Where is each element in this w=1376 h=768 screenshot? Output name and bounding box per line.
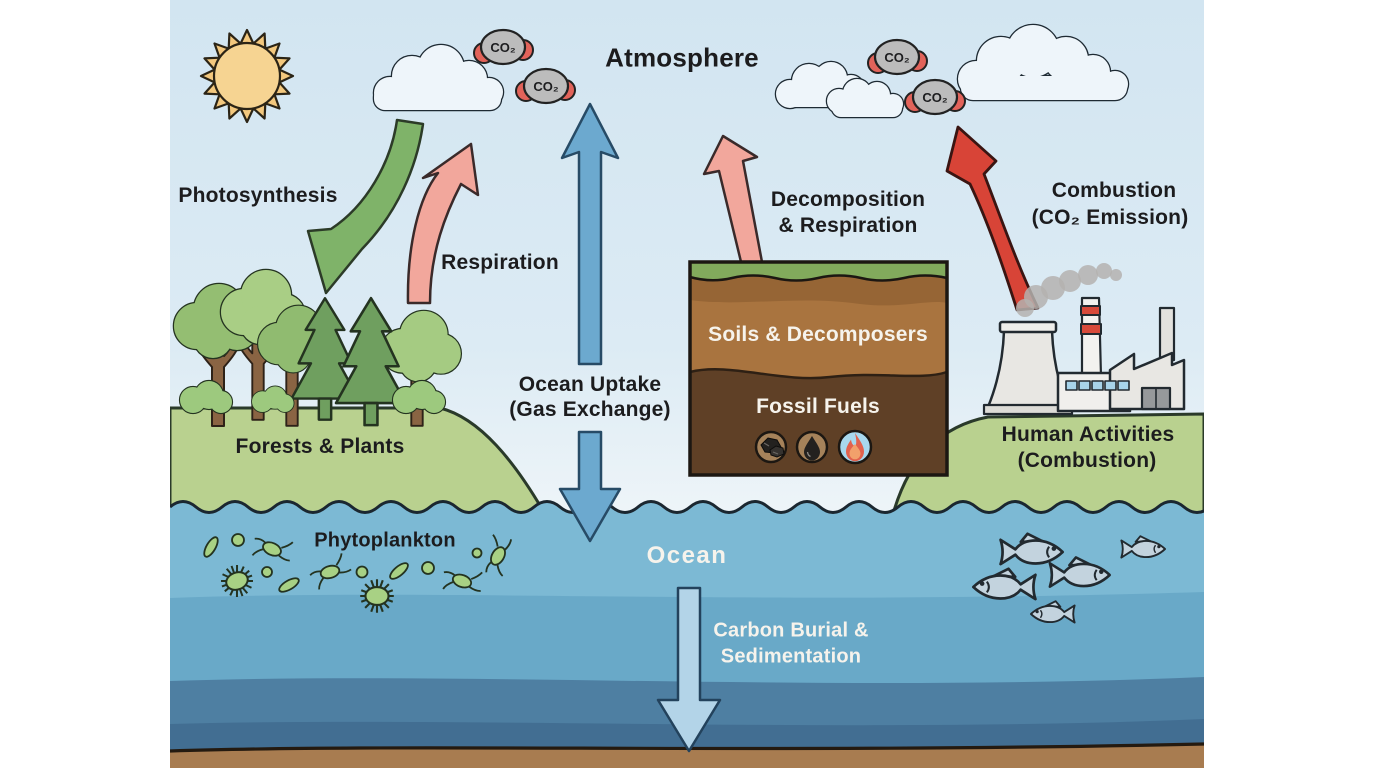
smoke-icon [1016, 263, 1122, 317]
decomposition-label: Decomposition [770, 188, 926, 211]
soils-label: Soils & Decomposers [708, 323, 928, 346]
co2-molecule-icon: CO₂ [867, 38, 928, 76]
human-activities-label: (Combustion) [1017, 449, 1157, 472]
co2-molecule-icon: CO₂ [904, 78, 966, 116]
cloud-icon [956, 23, 1130, 102]
oil-icon [795, 430, 829, 464]
phytoplankton-label: Phytoplankton [314, 529, 456, 552]
human-activities-label: Human Activities [1001, 423, 1175, 446]
svg-text:CO₂: CO₂ [490, 40, 516, 55]
ocean-uptake-label: (Gas Exchange) [509, 398, 671, 421]
respiration-arrow [406, 142, 480, 305]
svg-text:CO₂: CO₂ [922, 90, 948, 105]
seabed [170, 744, 1204, 768]
diagram-content: CO₂ CO₂ CO₂ CO₂ [170, 0, 1204, 768]
phytoplankton-icons [200, 526, 522, 614]
decomposition-arrow [702, 134, 764, 268]
ocean-uptake-arrow [558, 102, 622, 543]
diagram-canvas: CO₂ CO₂ CO₂ CO₂ [170, 23, 1204, 768]
atmosphere-label: Atmosphere [605, 42, 759, 73]
co2-molecule-icon: CO₂ [515, 67, 576, 105]
svg-text:CO₂: CO₂ [884, 50, 910, 65]
svg-text:CO₂: CO₂ [533, 79, 559, 94]
co2-molecule-icon: CO₂ [473, 28, 534, 66]
ocean-label: Ocean [646, 542, 728, 569]
photosynthesis-label: Photosynthesis [178, 184, 338, 207]
soil-panel [688, 260, 949, 477]
respiration-label: Respiration [441, 251, 559, 274]
combustion-arrow [945, 125, 1040, 312]
sun-icon [199, 28, 295, 124]
factory-icon [982, 296, 1186, 416]
fossil-fuels-label: Fossil Fuels [756, 395, 880, 418]
carbon-burial-label: Sedimentation [720, 645, 862, 668]
combustion-label: Combustion [1051, 179, 1177, 202]
forests-label: Forests & Plants [235, 435, 405, 458]
waterline [170, 500, 1204, 514]
gas-flame-icon [837, 429, 873, 465]
photosynthesis-arrow [306, 118, 425, 295]
coal-icon [754, 430, 788, 464]
carbon-burial-arrow [656, 586, 722, 753]
decomposition-label: & Respiration [778, 214, 918, 237]
carbon-burial-label: Carbon Burial & [713, 619, 869, 642]
combustion-label: (CO₂ Emission) [1031, 206, 1189, 229]
left-hill [170, 406, 547, 516]
ocean-uptake-label: Ocean Uptake [518, 373, 662, 396]
